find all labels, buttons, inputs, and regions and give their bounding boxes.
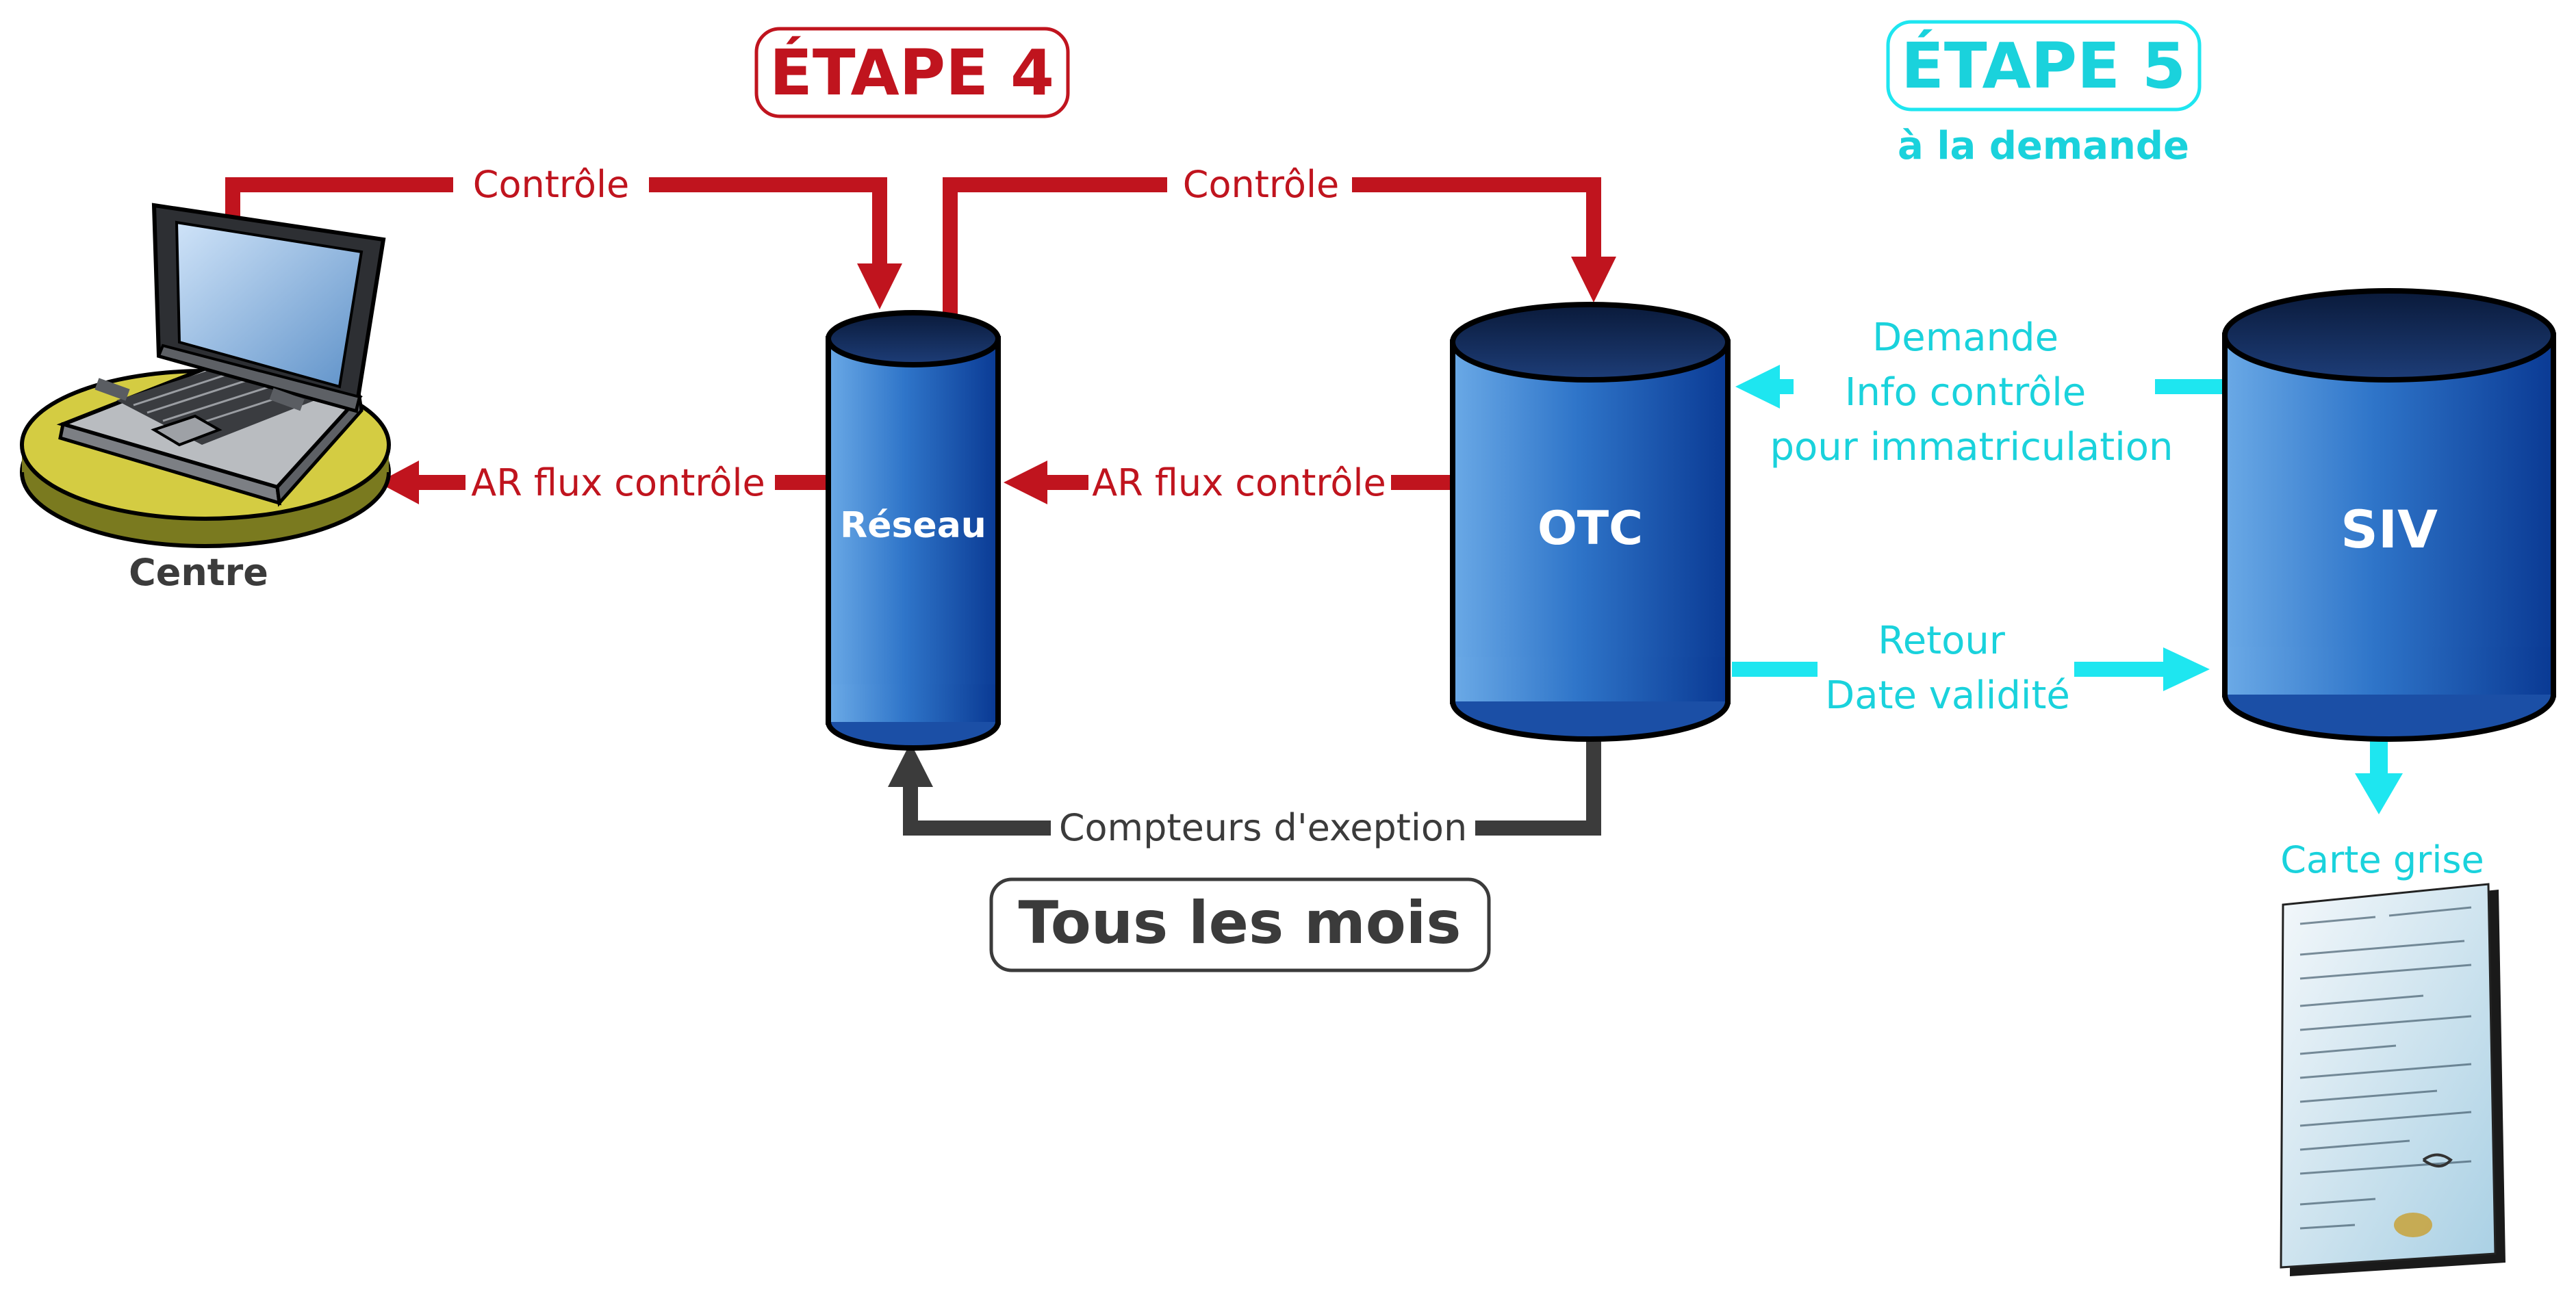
centre-label: Centre: [129, 551, 268, 594]
label-ar-flux-1: AR flux contrôle: [471, 461, 765, 504]
arrow-demande-siv-otc: Demande Info contrôle pour immatriculati…: [1735, 315, 2225, 469]
label-controle-2: Contrôle: [1183, 163, 1339, 206]
label-demande: Demande Info contrôle pour immatriculati…: [1770, 315, 2173, 469]
centre-laptop: Centre: [20, 203, 391, 594]
label-carte-grise: Carte grise: [2280, 838, 2484, 881]
label-compteurs: Compteurs d'exeption: [1059, 806, 1467, 849]
carte-grise-document: [2280, 883, 2505, 1276]
step5-badge: ÉTAPE 5 à la demande: [1886, 20, 2202, 168]
reseau-database: Réseau: [826, 310, 1001, 751]
step4-title: ÉTAPE 4: [769, 36, 1054, 109]
reseau-label: Réseau: [840, 505, 986, 546]
arrow-compteurs-otc-reseau: Compteurs d'exeption: [888, 732, 1601, 849]
arrow-ar-flux-otc-reseau: AR flux contrôle: [1004, 461, 1453, 504]
otc-label: OTC: [1538, 502, 1643, 556]
label-demande-line3: pour immatriculation: [1770, 425, 2173, 469]
label-retour-line1: Retour: [1878, 619, 2006, 663]
schedule-badge: Tous les mois: [989, 877, 1491, 972]
arrow-retour-otc-siv: Retour Date validité: [1732, 619, 2210, 718]
label-demande-line2: Info contrôle: [1845, 370, 2086, 415]
laptop-icon: [20, 203, 391, 548]
step5-title: ÉTAPE 5: [1901, 29, 2186, 103]
label-controle-1: Contrôle: [473, 163, 629, 206]
label-retour-line2: Date validité: [1825, 673, 2070, 718]
label-retour: Retour Date validité: [1825, 619, 2070, 718]
schedule-label: Tous les mois: [1019, 889, 1462, 957]
step4-badge: ÉTAPE 4: [754, 27, 1070, 118]
arrow-controle-reseau-otc: Contrôle: [943, 163, 1616, 318]
arrow-ar-flux-reseau-centre: AR flux contrôle: [378, 461, 828, 504]
siv-database: SIV: [2222, 288, 2556, 742]
step5-subtitle: à la demande: [1898, 124, 2189, 168]
document-stamp-icon: [2394, 1153, 2453, 1237]
siv-label: SIV: [2341, 499, 2438, 560]
document-text-lines: [2299, 906, 2472, 1230]
label-ar-flux-2: AR flux contrôle: [1092, 461, 1386, 504]
label-demande-line1: Demande: [1872, 315, 2058, 360]
arrow-siv-carte-grise: Carte grise: [2280, 736, 2484, 881]
otc-database: OTC: [1450, 302, 1731, 742]
arrow-controle-centre-reseau: Contrôle: [225, 163, 902, 309]
